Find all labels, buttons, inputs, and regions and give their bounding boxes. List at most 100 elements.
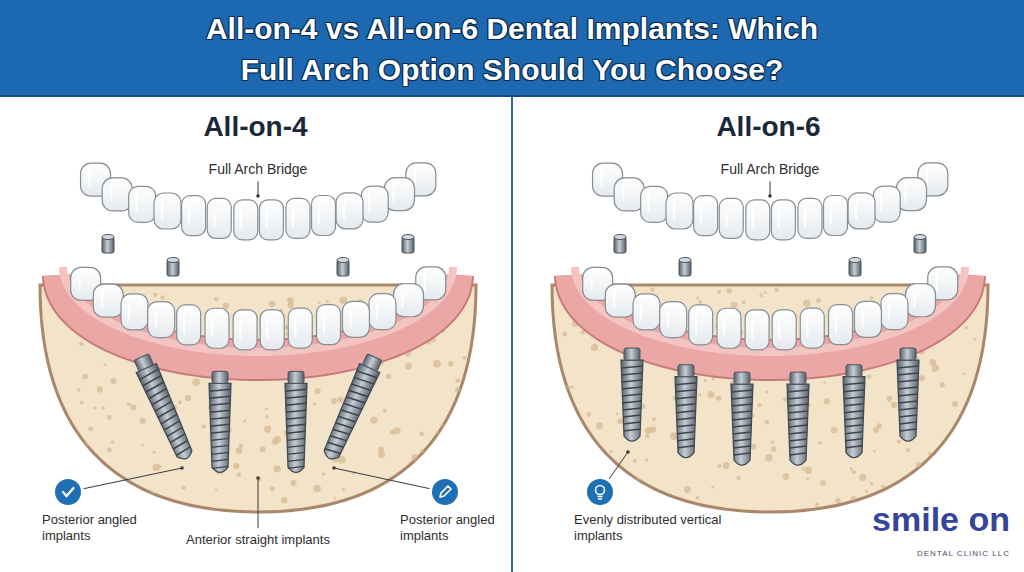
tooth-highlight [830, 205, 832, 223]
bone-pore [726, 288, 731, 293]
lower-teeth [71, 267, 446, 350]
tooth [848, 193, 875, 229]
bone-pore [803, 300, 810, 307]
implant-thread [160, 414, 178, 423]
implant-thread [899, 415, 917, 417]
tooth [633, 294, 660, 330]
tooth [361, 186, 388, 222]
implant-thread [330, 434, 346, 443]
implant-thread [732, 404, 752, 406]
implant-thread [732, 397, 753, 399]
tooth [905, 284, 935, 317]
implant-thread [731, 390, 753, 392]
bone-pore [342, 488, 345, 491]
bone-pore [555, 396, 558, 399]
bone-pore [612, 465, 615, 468]
header-band [0, 0, 1024, 97]
implant-thread [287, 438, 305, 440]
implant-thread [789, 439, 807, 441]
bone-pore [446, 422, 451, 427]
bone-pore [88, 427, 93, 432]
bone-pore [83, 442, 88, 447]
bone-pore [708, 391, 715, 398]
bone-pore [731, 301, 738, 308]
tooth-highlight [183, 315, 185, 333]
bone-pore [932, 369, 935, 372]
tooth-highlight [648, 195, 650, 211]
implant-thread [844, 397, 864, 399]
bone-pore [852, 470, 856, 474]
bone-pore [742, 300, 746, 304]
bone-pore [337, 397, 343, 403]
bone-pore [290, 480, 296, 486]
implant-thread [333, 427, 350, 436]
tooth [798, 198, 822, 238]
leader-lines [84, 182, 772, 529]
icon-glyph [63, 488, 74, 496]
tooth [342, 301, 369, 337]
bone-pore [851, 496, 856, 501]
bone-pore [928, 452, 931, 455]
bone-pore [102, 406, 105, 409]
implant-thread [357, 369, 378, 380]
bone-pore [202, 424, 206, 428]
implant-thread [676, 390, 697, 392]
bone-pore [698, 300, 702, 304]
bone-pore [48, 488, 54, 494]
implant-body [285, 383, 307, 472]
bone-pore [371, 507, 375, 511]
tooth-highlight [752, 210, 754, 228]
bone-pore [947, 438, 953, 444]
tooth [689, 305, 713, 345]
tooth [129, 186, 156, 222]
implant-thread [845, 418, 864, 420]
bone-pore [178, 400, 182, 404]
bone-pore [723, 462, 730, 469]
bone-pore [717, 290, 721, 294]
tooth-highlight [424, 275, 426, 290]
implant [285, 371, 307, 472]
implant [897, 348, 919, 441]
tooth [719, 198, 743, 238]
tooth-highlight [323, 315, 325, 333]
gum [63, 275, 453, 360]
implant-thread [172, 440, 188, 449]
bone-pore [130, 404, 136, 410]
bone-pore [704, 379, 707, 382]
bone-pore [757, 403, 761, 407]
bone-pore [801, 467, 805, 471]
tooth-highlight [292, 208, 294, 226]
implant-thread [675, 383, 697, 385]
tooth [614, 178, 644, 211]
implant-thread [624, 429, 641, 431]
tooth [102, 178, 132, 211]
bone-pore [313, 402, 316, 405]
tooth [121, 294, 148, 330]
implant-thread [844, 390, 865, 392]
bone-pore [152, 503, 156, 507]
implant [675, 365, 697, 458]
bone-pore [610, 450, 613, 453]
leader-line [84, 468, 182, 489]
bone-pore [974, 416, 977, 419]
leader-line [770, 182, 771, 197]
bone-pore [52, 448, 58, 454]
tooth-highlight [695, 315, 697, 333]
tooth [393, 284, 423, 317]
implant-thread [898, 387, 918, 389]
tooth-highlight [318, 205, 320, 223]
bone-pore [751, 444, 757, 450]
tooth [660, 302, 687, 338]
implant-thread [286, 410, 306, 412]
bone-pore [153, 451, 156, 454]
tooth-highlight [936, 275, 938, 290]
bone-pore [237, 472, 242, 477]
implant-collar [134, 354, 153, 371]
implant-thread [733, 446, 750, 448]
bone-pore [957, 441, 965, 449]
tooth-highlight [240, 210, 242, 228]
tooth-highlight [751, 320, 753, 338]
bone-pore [650, 426, 657, 433]
bone-pore [935, 486, 941, 492]
implant-thread [733, 425, 752, 427]
